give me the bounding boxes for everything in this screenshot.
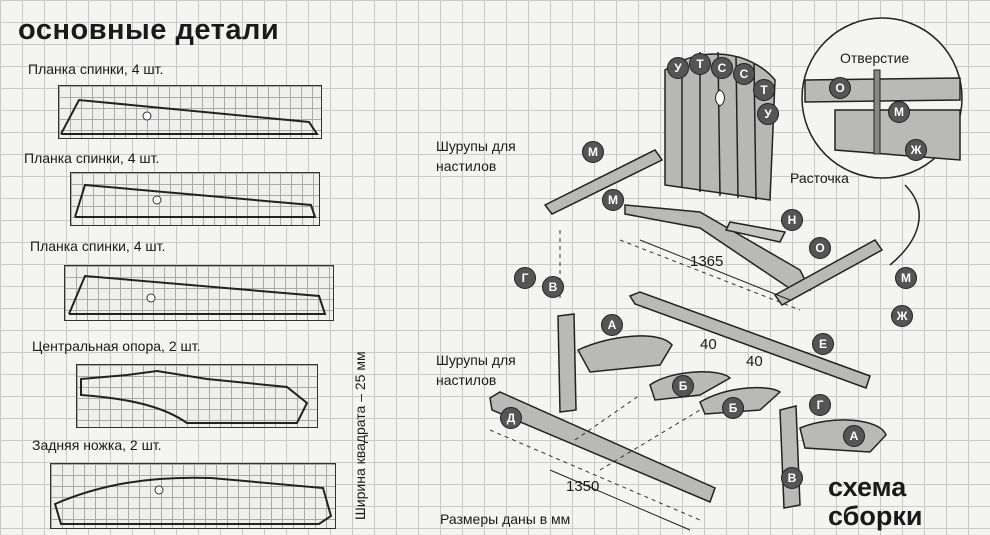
part-marker-7: М [895,267,917,289]
part-n [724,221,787,243]
screws-label-top: Шурупы для настилов [436,136,516,176]
part-marker-13: Г [809,394,831,416]
part-back-slat-2-outline [74,183,317,218]
part-rear-leg [50,463,336,529]
screws-label-bottom-line1: Шурупы для [436,352,516,368]
part-back-slat-2 [70,172,320,226]
back-letter-marker-4: Т [753,79,775,101]
part-marker-0: М [582,141,604,163]
back-letter-marker-5: У [757,103,779,125]
screws-label-bottom: Шурупы для настилов [436,350,516,390]
part-back-slat-1 [58,85,322,139]
dimension-1350: 1350 [566,478,600,495]
back-letter-marker-0: У [667,57,689,79]
part-marker-11: Б [722,397,744,419]
dimension-40-a: 40 [700,336,717,353]
back-letter-marker-3: С [733,63,755,85]
backrest [664,51,776,201]
dimension-40-b: 40 [746,353,763,370]
rail-d [489,391,716,503]
detail-inset [801,17,963,179]
part-label-back-slat-3: Планка спинки, 4 шт. [30,238,166,254]
arm-support-left [576,335,673,373]
part-marker-9: Е [812,333,834,355]
back-letter-marker-2: С [711,57,733,79]
part-marker-18: Ж [905,139,927,161]
dimension-1365: 1365 [690,253,724,270]
rail-e [628,291,871,389]
front-leg-left [557,313,577,413]
assembly-diagram [489,17,963,531]
screws-label-top-line2: настилов [436,158,497,174]
part-center-support-outline [80,369,309,424]
part-back-slat-3-outline [68,274,327,315]
screws-label-bottom-line2: настилов [436,372,497,388]
part-label-center-support: Центральная опора, 2 шт. [32,338,201,354]
part-marker-8: Ж [891,305,913,327]
armrest-left [543,149,664,215]
part-marker-16: О [829,77,851,99]
units-note: Размеры даны в мм [440,511,571,527]
part-label-back-slat-2: Планка спинки, 4 шт. [24,150,160,166]
scheme-title: схема сборки [828,473,922,531]
scheme-title-line2: сборки [828,501,923,531]
part-back-slat-3 [64,265,334,321]
dimension-line-1350 [549,469,691,531]
hole-label: Отверстие [840,50,910,66]
part-label-rear-leg: Задняя ножка, 2 шт. [32,437,162,453]
dimension-line-1365 [639,239,791,301]
part-marker-4: А [601,314,623,336]
part-marker-3: В [542,276,564,298]
part-marker-14: А [843,425,865,447]
part-marker-1: М [602,189,624,211]
part-label-back-slat-1: Планка спинки, 4 шт. [28,61,164,77]
part-marker-2: Г [514,267,536,289]
part-marker-10: Б [672,375,694,397]
part-center-support [76,364,318,428]
heart-cutout [715,89,725,107]
grid-scale-note: Ширина квадрата – 25 мм [352,351,368,520]
part-marker-5: Н [781,209,803,231]
back-letter-marker-1: Т [689,53,711,75]
guide-lines [489,230,801,521]
countersink-label: Расточка [790,170,849,186]
part-back-slat-1-outline [60,98,319,135]
detail-pointer [889,184,920,266]
part-marker-6: О [809,237,831,259]
page-title: основные детали [18,14,280,46]
part-marker-17: М [888,101,910,123]
part-rear-leg-outline [53,476,333,525]
front-leg-right [779,405,801,509]
part-marker-15: В [781,467,803,489]
part-marker-12: Д [500,407,522,429]
screws-label-top-line1: Шурупы для [436,138,516,154]
scheme-title-line1: схема [828,472,907,502]
